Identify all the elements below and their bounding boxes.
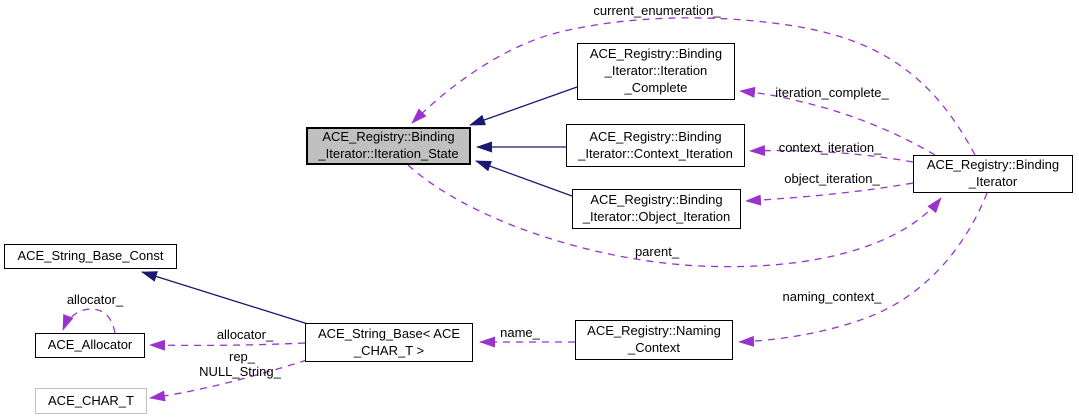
node-object-iteration[interactable]: ACE_Registry::Binding _Iterator::Object_… bbox=[572, 189, 741, 229]
edge-usage-parent bbox=[407, 164, 942, 268]
edge-label-name: name_ bbox=[500, 325, 540, 340]
edge-inherit-iteration-complete-to-state bbox=[469, 86, 578, 126]
node-string-base-const[interactable]: ACE_String_Base_Const bbox=[4, 244, 177, 269]
node-context-iteration[interactable]: ACE_Registry::Binding _Iterator::Context… bbox=[566, 124, 745, 167]
edge-usage-naming-context bbox=[738, 192, 988, 347]
edge-label-iteration-complete: iteration_complete_ bbox=[775, 85, 889, 100]
edge-usage-allocator-self-loop bbox=[62, 308, 116, 334]
node-string-base[interactable]: ACE_String_Base< ACE _CHAR_T > bbox=[305, 323, 473, 362]
edge-label-parent: parent_ bbox=[634, 244, 680, 259]
edge-label-rep: rep_ bbox=[228, 349, 256, 364]
edge-usage-iteration-complete bbox=[739, 86, 936, 156]
edge-inherit-object-iteration-to-state bbox=[475, 160, 573, 197]
edge-usage-object-iteration bbox=[745, 182, 914, 206]
edge-label-naming-context: naming_context_ bbox=[782, 289, 882, 304]
edge-label-current-enumeration: current_enumeration_ bbox=[593, 3, 721, 18]
node-iteration-state: ACE_Registry::Binding _Iterator::Iterati… bbox=[306, 127, 471, 165]
edge-label-allocator: allocator_ bbox=[216, 327, 274, 342]
node-char-t: ACE_CHAR_T bbox=[35, 388, 147, 414]
node-binding-iterator[interactable]: ACE_Registry::Binding _Iterator bbox=[913, 155, 1073, 193]
edge-usage-context-iteration bbox=[749, 145, 914, 163]
edge-label-null-string: NULL_String_ bbox=[199, 364, 281, 379]
edge-label-allocator-self: allocator_ bbox=[66, 292, 124, 307]
edge-inherit-string-base-to-const bbox=[141, 271, 309, 325]
edge-usage-current-enumeration bbox=[411, 17, 976, 156]
node-allocator[interactable]: ACE_Allocator bbox=[35, 333, 145, 358]
edge-label-context-iteration: context_iteration_ bbox=[778, 140, 882, 155]
edge-usage-allocator bbox=[149, 339, 306, 351]
edge-label-object-iteration: object_iteration_ bbox=[784, 171, 880, 186]
edge-usage-rep-null-string bbox=[149, 359, 308, 402]
node-naming-context[interactable]: ACE_Registry::Naming _Context bbox=[575, 320, 733, 360]
node-iteration-complete[interactable]: ACE_Registry::Binding _Iterator::Iterati… bbox=[577, 43, 735, 100]
